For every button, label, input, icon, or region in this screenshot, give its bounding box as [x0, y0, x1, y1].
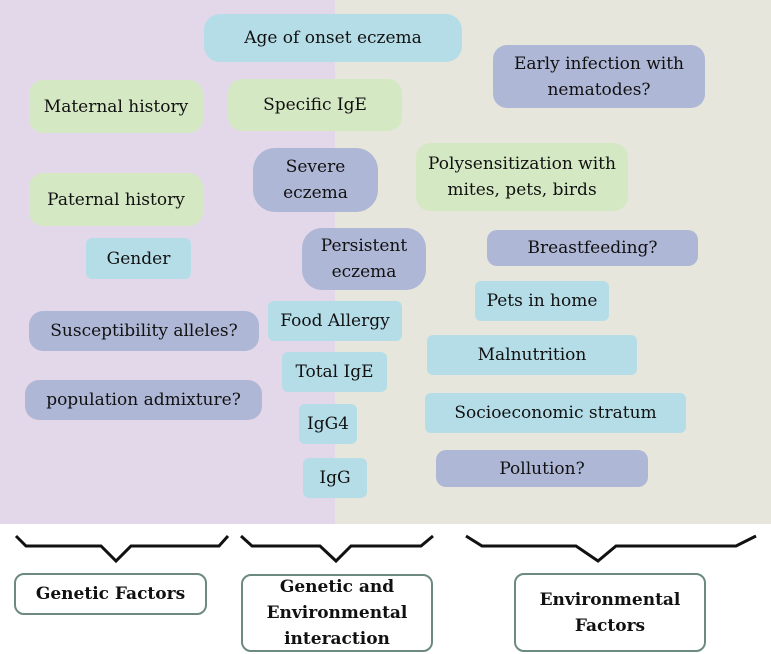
node-pollution: Pollution? [436, 450, 648, 487]
node-susceptibility-alleles: Susceptibility alleles? [29, 311, 259, 351]
node-total-ige: Total IgE [282, 352, 387, 392]
node-igg4: IgG4 [299, 404, 357, 444]
node-breastfeeding: Breastfeeding? [487, 230, 698, 266]
node-pets-in-home: Pets in home [475, 281, 609, 321]
category-braces [14, 534, 757, 564]
node-socioeconomic-stratum: Socioeconomic stratum [425, 393, 686, 433]
node-polysensitization: Polysensitization with mites, pets, bird… [416, 143, 628, 211]
genetic-brace [14, 534, 230, 564]
node-specific-ige: Specific IgE [228, 79, 402, 131]
environmental-brace [465, 534, 757, 563]
node-population-admixture: population admixture? [25, 380, 262, 420]
node-gender: Gender [86, 238, 191, 279]
node-igg: IgG [303, 458, 367, 498]
node-persistent-eczema: Persistent eczema [302, 228, 426, 290]
node-severe-eczema: Severe eczema [253, 148, 378, 212]
node-maternal-history: Maternal history [29, 80, 203, 133]
interaction-brace [239, 534, 434, 564]
environmental-factors-box: Environmental Factors [514, 573, 706, 652]
node-paternal-history: Paternal history [29, 173, 203, 226]
node-age-of-onset: Age of onset eczema [204, 14, 462, 62]
node-food-allergy: Food Allergy [268, 301, 402, 341]
interaction-box: Genetic and Environmental interaction [241, 574, 433, 652]
node-early-infection: Early infection with nematodes? [493, 45, 705, 108]
node-malnutrition: Malnutrition [427, 335, 637, 375]
genetic-factors-box: Genetic Factors [14, 573, 207, 615]
